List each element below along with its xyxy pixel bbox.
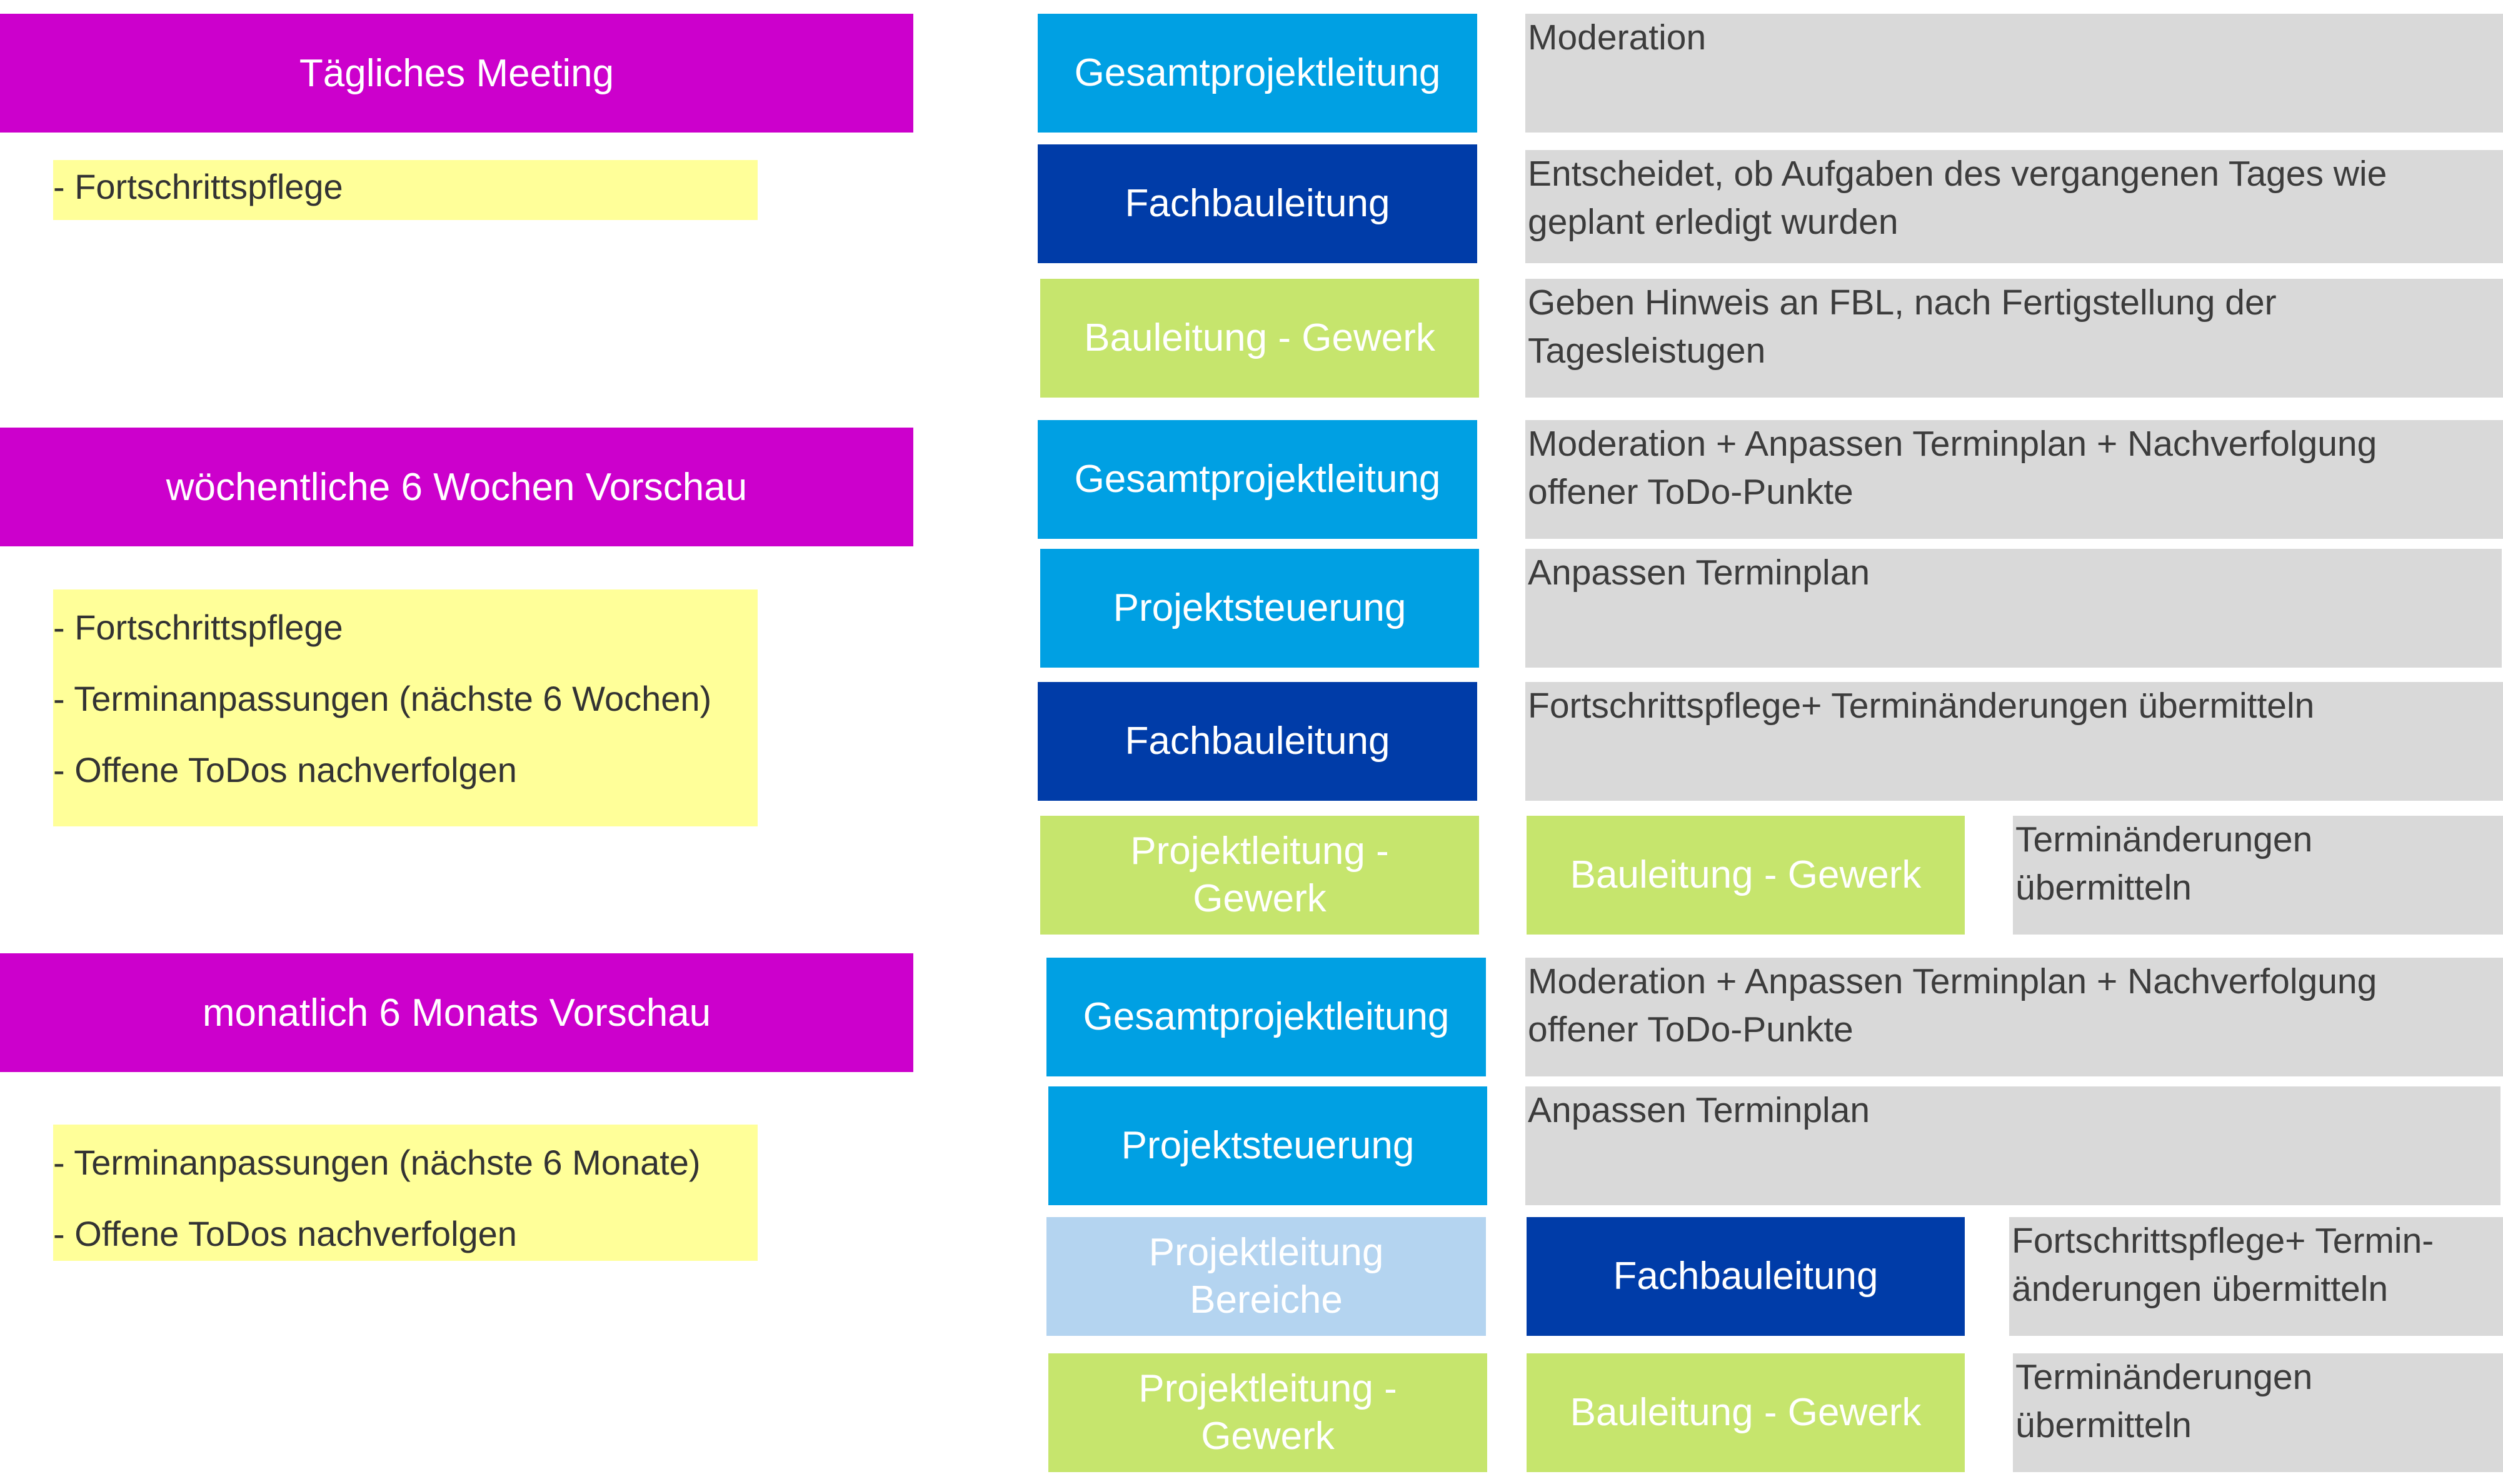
meeting-title-monthly: monatlich 6 Monats Vorschau [0, 953, 913, 1072]
meeting-item: - Offene ToDos nachverfolgen [53, 1214, 517, 1253]
meeting-items-monthly: - Terminanpassungen (nächste 6 Monate) -… [53, 1125, 758, 1261]
role-projektleitung-gewerk: Projektleitung - Gewerk [1040, 816, 1479, 935]
role-fachbauleitung: Fachbauleitung [1038, 144, 1477, 263]
role-bauleitung-gewerk: Bauleitung - Gewerk [1527, 1353, 1965, 1472]
role-bauleitung-gewerk: Bauleitung - Gewerk [1040, 279, 1479, 398]
role-fachbauleitung: Fachbauleitung [1038, 682, 1477, 801]
meeting-item: - Terminanpassungen (nächste 6 Monate) [53, 1143, 701, 1182]
role-gesamtprojektleitung: Gesamtprojektleitung [1046, 958, 1486, 1076]
role-gesamtprojektleitung: Gesamtprojektleitung [1038, 14, 1477, 133]
role-description: Geben Hinweis an FBL, nach Fertigstellun… [1525, 279, 2503, 398]
role-gesamtprojektleitung: Gesamtprojektleitung [1038, 420, 1477, 539]
role-bauleitung-gewerk: Bauleitung - Gewerk [1527, 816, 1965, 935]
role-description: Anpassen Terminplan [1525, 549, 2502, 668]
role-description: Moderation + Anpassen Terminplan + Nachv… [1525, 420, 2503, 539]
role-description: Fortschrittspflege+ Termin- änderungen ü… [2009, 1217, 2503, 1336]
role-description: Terminänderungen übermitteln [2013, 816, 2503, 935]
meeting-item: - Fortschrittspflege [53, 608, 343, 647]
role-projektleitung-gewerk: Projektleitung - Gewerk [1048, 1353, 1487, 1472]
role-projektsteuerung: Projektsteuerung [1040, 549, 1479, 668]
meeting-title-weekly: wöchentliche 6 Wochen Vorschau [0, 428, 913, 546]
role-description: Moderation + Anpassen Terminplan + Nachv… [1525, 958, 2503, 1076]
meeting-items-weekly: - Fortschrittspflege - Terminanpassungen… [53, 589, 758, 826]
meeting-title-daily: Tägliches Meeting [0, 14, 913, 133]
meeting-item: - Terminanpassungen (nächste 6 Wochen) [53, 679, 712, 718]
meeting-items-daily: - Fortschrittspflege [53, 160, 758, 220]
meeting-item: - Fortschrittspflege [53, 167, 343, 206]
role-fachbauleitung: Fachbauleitung [1527, 1217, 1965, 1336]
role-projektsteuerung: Projektsteuerung [1048, 1086, 1487, 1205]
meeting-item: - Offene ToDos nachverfolgen [53, 750, 517, 790]
role-projektleitung-bereiche: Projektleitung Bereiche [1046, 1217, 1486, 1336]
role-description: Anpassen Terminplan [1525, 1086, 2500, 1205]
role-description: Terminänderungen übermitteln [2013, 1353, 2503, 1472]
role-description: Entscheidet, ob Aufgaben des vergangenen… [1525, 150, 2503, 263]
role-description: Fortschrittspflege+ Terminänderungen übe… [1525, 682, 2503, 801]
role-description: Moderation [1525, 14, 2503, 133]
